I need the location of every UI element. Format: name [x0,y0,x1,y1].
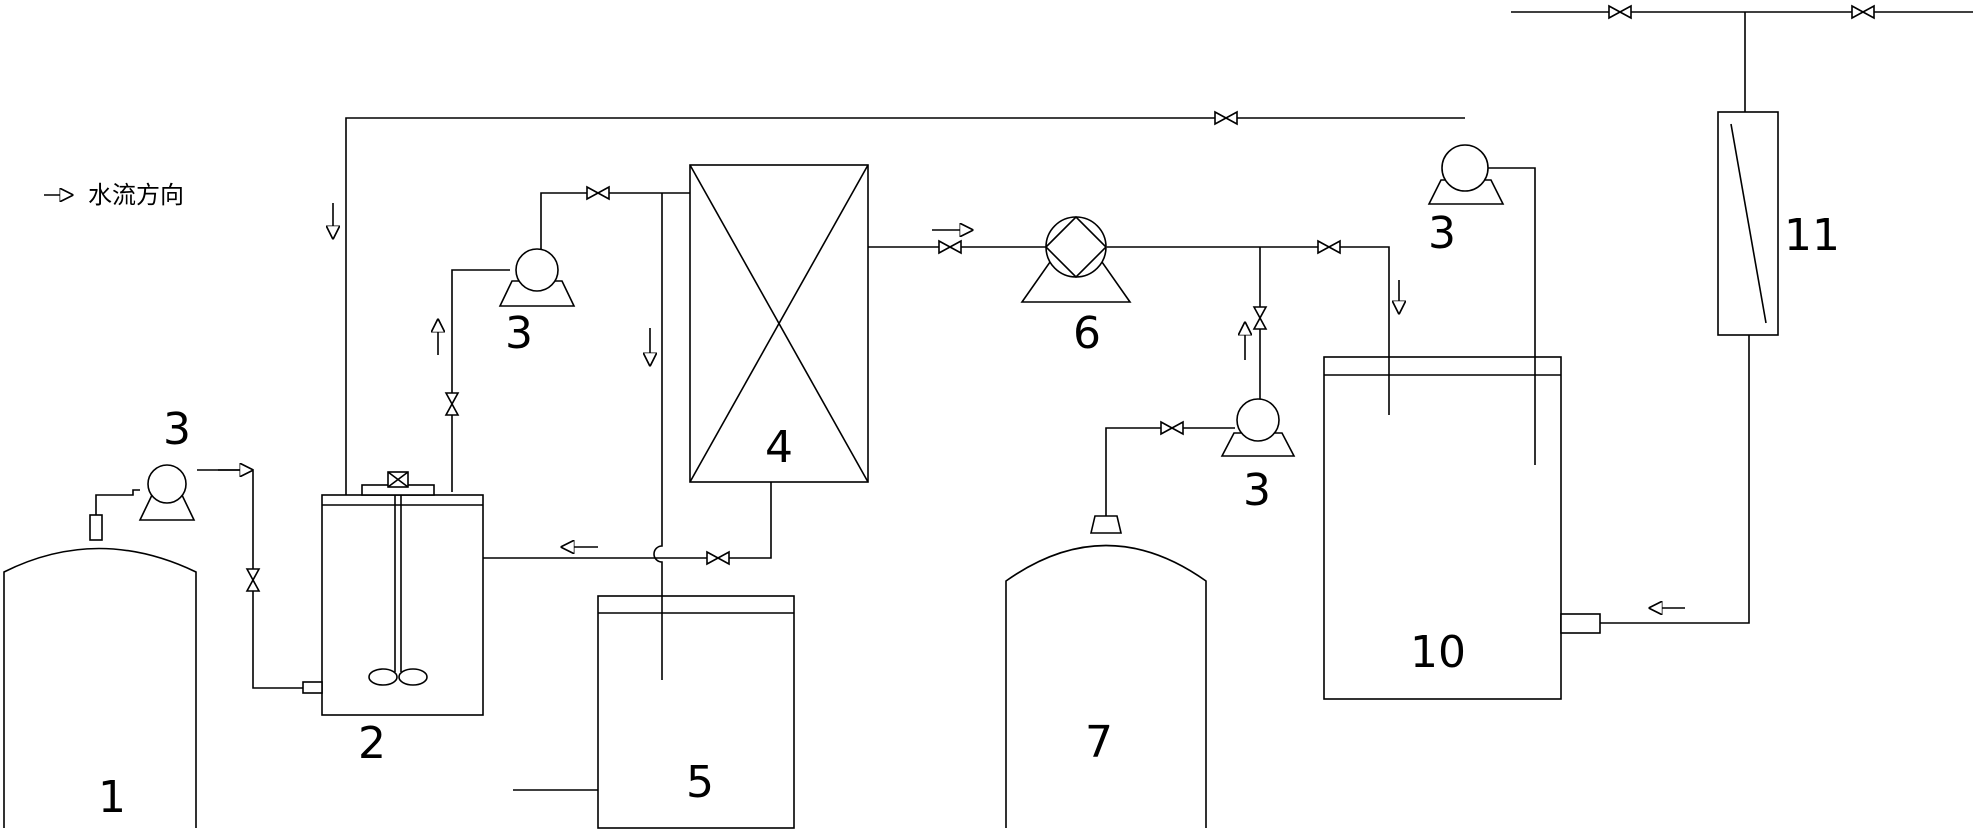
tank-7-nozzle [1089,515,1123,534]
valve-branch[interactable] [1253,306,1267,330]
flow-arrows [44,195,1685,608]
labels: 水流方向 1 2 3 3 3 3 4 5 6 7 10 11 [88,181,1840,823]
valve-header-right[interactable] [1851,5,1875,19]
label-mixer-2: 2 [358,718,386,769]
tank-1 [3,514,197,828]
exchanger-4 [689,164,869,483]
pipe-tank1-pump [95,489,140,518]
pump-icon [1236,398,1280,442]
tank-10-inlet-nozzle [1560,613,1601,634]
mixer-2-inlet-nozzle [302,681,323,694]
pipe-mixer-pump3b [451,269,510,492]
label-pump-6: 6 [1073,308,1101,359]
pump-6-impeller-icon [1044,215,1108,279]
pipe-column-tank10 [1600,335,1750,624]
valve-mixer-outlet[interactable] [445,392,459,416]
pipe-tank7-pump3c [1105,427,1235,527]
pump-icon [515,248,559,292]
label-tank-1: 1 [98,772,126,823]
legend-text: 水流方向 [88,181,184,209]
tank-7-body [1005,544,1207,828]
pipes [95,11,1973,791]
tank-5-body [597,595,795,829]
tank-10-body [1323,356,1562,700]
pump-icon [1441,144,1489,192]
valve-tank1-line[interactable] [246,568,260,592]
label-tank-5: 5 [686,757,714,808]
label-pump-3-c: 3 [1243,465,1271,516]
pipe-exchanger-tank5 [653,193,663,680]
pipe-exchanger-mixer-return [483,482,772,559]
pump-icon [147,464,187,504]
pump-3-a [138,464,196,521]
label-exchanger-4: 4 [765,422,793,473]
valve-exchanger-return[interactable] [706,551,730,565]
label-tank-10: 10 [1410,627,1466,678]
tank-10 [1323,356,1601,700]
valve-tank10-inlet[interactable] [1317,240,1341,254]
column-11 [1717,111,1779,336]
tank-7 [1005,515,1207,828]
valve-return-top[interactable] [1214,111,1238,125]
pipe-pump3b-exchanger [540,192,690,250]
label-pump-3-b: 3 [505,308,533,359]
pump-6-body [1045,216,1107,278]
agitator-blade-icon [368,668,398,686]
label-tank-7: 7 [1085,717,1113,768]
pump-6 [1020,215,1132,303]
agitator-blade-icon [398,668,428,686]
valve-tank7-outlet[interactable] [1160,421,1184,435]
valve-pump3b-outlet[interactable] [586,186,610,200]
tank-5 [597,595,795,829]
label-pump-3-d: 3 [1428,208,1456,259]
pipe-pump3a-mixer [197,469,303,689]
pump-3-b [498,248,576,307]
tank-1-body [3,547,197,828]
mixer-2 [302,471,484,716]
valve-header-left[interactable] [1608,5,1632,19]
label-pump-3-a: 3 [163,404,191,455]
pump-3-c [1220,398,1296,457]
pipe-return-top [345,117,1465,495]
label-column-11: 11 [1784,210,1840,261]
pump-3-d [1427,144,1505,205]
valve-exchanger-outlet[interactable] [938,240,962,254]
tank-1-nozzle [89,514,103,541]
